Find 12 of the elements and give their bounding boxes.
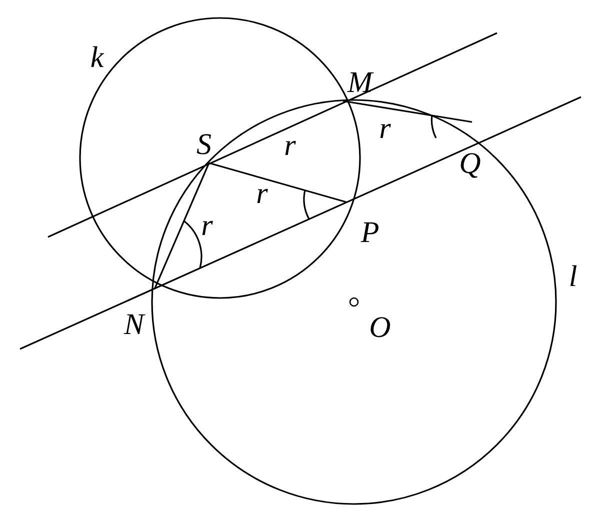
segment-label: r bbox=[379, 114, 391, 144]
circle-label: k bbox=[90, 43, 104, 73]
circle-label: l bbox=[568, 262, 578, 292]
point-label: M bbox=[348, 68, 372, 98]
point-label: O bbox=[369, 313, 391, 343]
segment-label: r bbox=[201, 211, 213, 241]
segment-label: r bbox=[284, 131, 296, 161]
point-label: Q bbox=[459, 149, 481, 179]
segment-label: r bbox=[256, 179, 268, 209]
point-label: S bbox=[196, 130, 212, 160]
point-label: N bbox=[124, 310, 144, 340]
point-label: P bbox=[360, 218, 380, 248]
